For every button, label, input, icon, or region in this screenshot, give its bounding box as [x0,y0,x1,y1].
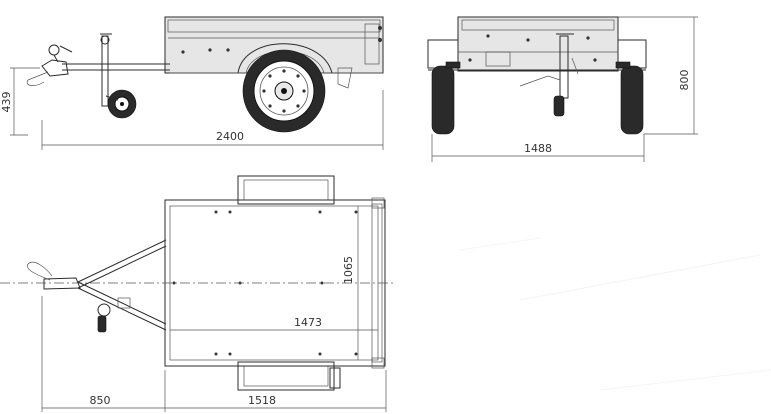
dim-rear-height: 800 [678,70,691,91]
dim-top-box-length: 1065 [342,256,355,284]
side-coupler [41,59,69,77]
top-wheel-upper [237,175,335,205]
background-streaks [459,237,771,391]
rear-wheel-left [431,65,455,135]
dim-top-drawbar-length: 850 [90,394,111,407]
dim-top-inner-width: 1473 [294,316,322,329]
top-drawbar-lower [77,281,167,325]
rear-wheel-right [620,65,644,135]
top-view: 1065 1473 850 1518 [0,175,395,412]
rear-panel [457,16,619,72]
top-coupler [43,277,81,290]
top-wheel-lower [237,361,335,391]
dim-top-box-width: 1518 [248,394,276,407]
dim-side-hitch-height: 439 [0,92,13,113]
rear-view: 1488 800 [427,16,698,162]
dim-rear-width: 1488 [524,142,552,155]
top-drawbar-upper [77,239,167,283]
dim-side-length: 2400 [216,130,244,143]
side-fender [237,43,333,74]
side-view: 2400 439 [0,16,384,150]
